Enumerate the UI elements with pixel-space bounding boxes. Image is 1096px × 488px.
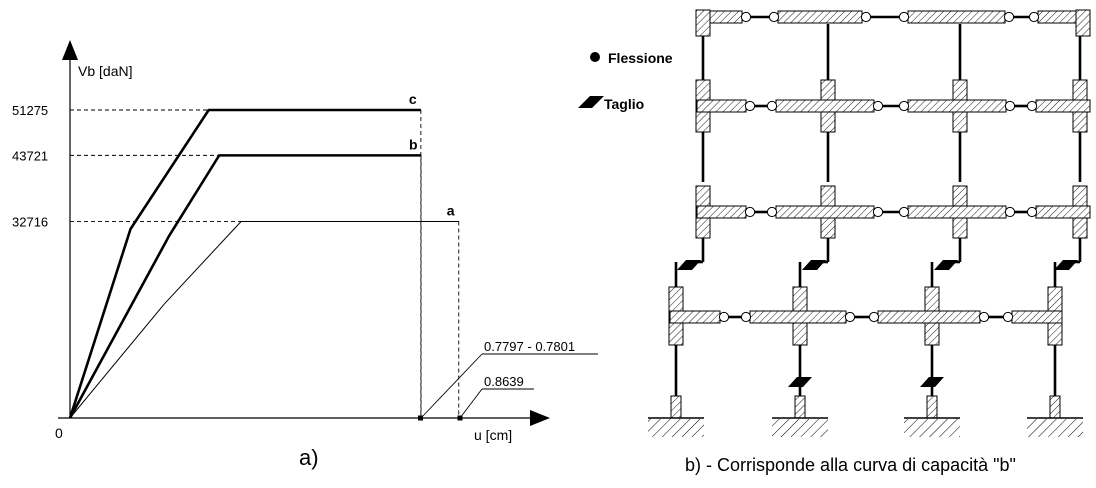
hinge-2-4 <box>898 100 910 112</box>
beam-2-3 <box>907 99 1007 113</box>
legend: Flessione Taglio <box>578 50 673 112</box>
shear-hinge-base-1 <box>788 377 812 387</box>
series-line-b <box>68 154 422 419</box>
support-pedestal-1 <box>794 395 806 419</box>
hinge-3-2 <box>766 206 778 218</box>
hinge-3-1 <box>744 206 756 218</box>
hinge-roof-5 <box>1003 11 1015 23</box>
hinge-3-4 <box>898 206 910 218</box>
hinge-1-4 <box>868 311 880 323</box>
support-pedestal-0 <box>670 395 682 419</box>
series-line-a <box>69 220 459 419</box>
shear-legend-symbol <box>578 96 604 108</box>
roof-node-col-1 <box>695 9 711 37</box>
y-tick-label-1: 51275 <box>12 103 48 118</box>
beam-1-2 <box>749 310 847 324</box>
frame-supports <box>648 395 1083 437</box>
hinge-2-3 <box>872 100 884 112</box>
hinge-roof-6 <box>1028 11 1040 23</box>
shear-hinge-upper-0 <box>677 260 701 270</box>
y-axis-label: Vb [daN] <box>78 63 132 79</box>
roof-beam-segment-2 <box>777 10 863 24</box>
roof-beam-segment-3 <box>907 10 1006 24</box>
capacity-curve-chart: Vb [daN] u [cm] 0 a) 0.7797 - 0.7801 0.8… <box>12 40 598 470</box>
ground-hatch-1 <box>772 419 828 437</box>
shear-hinge-upper-1 <box>802 260 826 270</box>
support-pedestal-2 <box>926 395 938 419</box>
series-label-b: b <box>409 136 418 152</box>
shear-hinge-upper-3 <box>1054 260 1078 270</box>
shear-hinge-base-2 <box>920 377 944 387</box>
beam-3-1 <box>696 205 747 219</box>
flexure-legend-symbol <box>590 52 600 62</box>
hinge-1-3 <box>844 311 856 323</box>
y-tick-label-2: 43721 <box>12 148 48 163</box>
beam-3-3 <box>907 205 1007 219</box>
displacement-marker-bc <box>418 415 423 421</box>
hinge-2-1 <box>744 100 756 112</box>
hinge-roof-4 <box>898 11 910 23</box>
shear-hinge-upper-2 <box>934 260 958 270</box>
x-axis-arrow <box>530 410 550 426</box>
hinge-roof-1 <box>740 11 752 23</box>
ground-hatch-3 <box>1027 419 1083 437</box>
frame-members <box>668 9 1091 398</box>
hinge-2-5 <box>1004 100 1016 112</box>
legend-shear-label: Taglio <box>604 96 644 112</box>
displacement-callout-leader-bc <box>420 353 483 419</box>
beam-1-1 <box>669 310 721 324</box>
hinge-1-6 <box>1002 311 1014 323</box>
hinge-1-5 <box>978 311 990 323</box>
roof-node-col-4 <box>1075 9 1091 37</box>
hinge-3-5 <box>1004 206 1016 218</box>
ground-hatch-2 <box>904 419 960 437</box>
beam-3-2 <box>775 205 875 219</box>
beam-2-4 <box>1035 99 1091 113</box>
displacement-marker-a <box>457 415 463 421</box>
x-axis-label: u [cm] <box>474 427 512 443</box>
displacement-callout-leader-a <box>459 388 483 419</box>
beam-2-1 <box>696 99 747 113</box>
hinge-2-2 <box>766 100 778 112</box>
chart-axes <box>58 40 550 426</box>
displacement-label-a: 0.8639 <box>484 374 524 389</box>
hinge-1-2 <box>740 311 752 323</box>
beam-1-4 <box>1011 310 1063 324</box>
panel-a-caption: a) <box>299 445 319 470</box>
y-tick-label-3: 32716 <box>12 214 48 229</box>
legend-flexure-label: Flessione <box>608 50 673 66</box>
hinge-2-6 <box>1026 100 1038 112</box>
hinge-roof-2 <box>768 11 780 23</box>
displacement-label-bc: 0.7797 - 0.7801 <box>484 339 575 354</box>
beam-3-4 <box>1035 205 1091 219</box>
series-label-a: a <box>447 202 455 218</box>
ground-hatch-0 <box>648 419 704 437</box>
y-axis-arrow <box>62 40 78 60</box>
chart-labels: Vb [daN] u [cm] 0 a) 0.7797 - 0.7801 0.8… <box>12 63 598 470</box>
origin-label: 0 <box>55 425 63 441</box>
hinge-3-3 <box>872 206 884 218</box>
series-label-c: c <box>409 91 417 107</box>
chart-series <box>68 108 459 419</box>
series-line-c <box>68 108 421 419</box>
beam-2-2 <box>775 99 875 113</box>
hinge-1-1 <box>718 311 730 323</box>
hinge-3-6 <box>1026 206 1038 218</box>
support-pedestal-3 <box>1049 395 1061 419</box>
frame-hinge-diagram: Flessione Taglio b) - Corrisponde alla c… <box>578 9 1091 475</box>
frame-hinges <box>677 11 1078 387</box>
panel-b-caption: b) - Corrisponde alla curva di capacità … <box>685 455 1016 475</box>
beam-1-3 <box>877 310 981 324</box>
hinge-roof-3 <box>860 11 872 23</box>
